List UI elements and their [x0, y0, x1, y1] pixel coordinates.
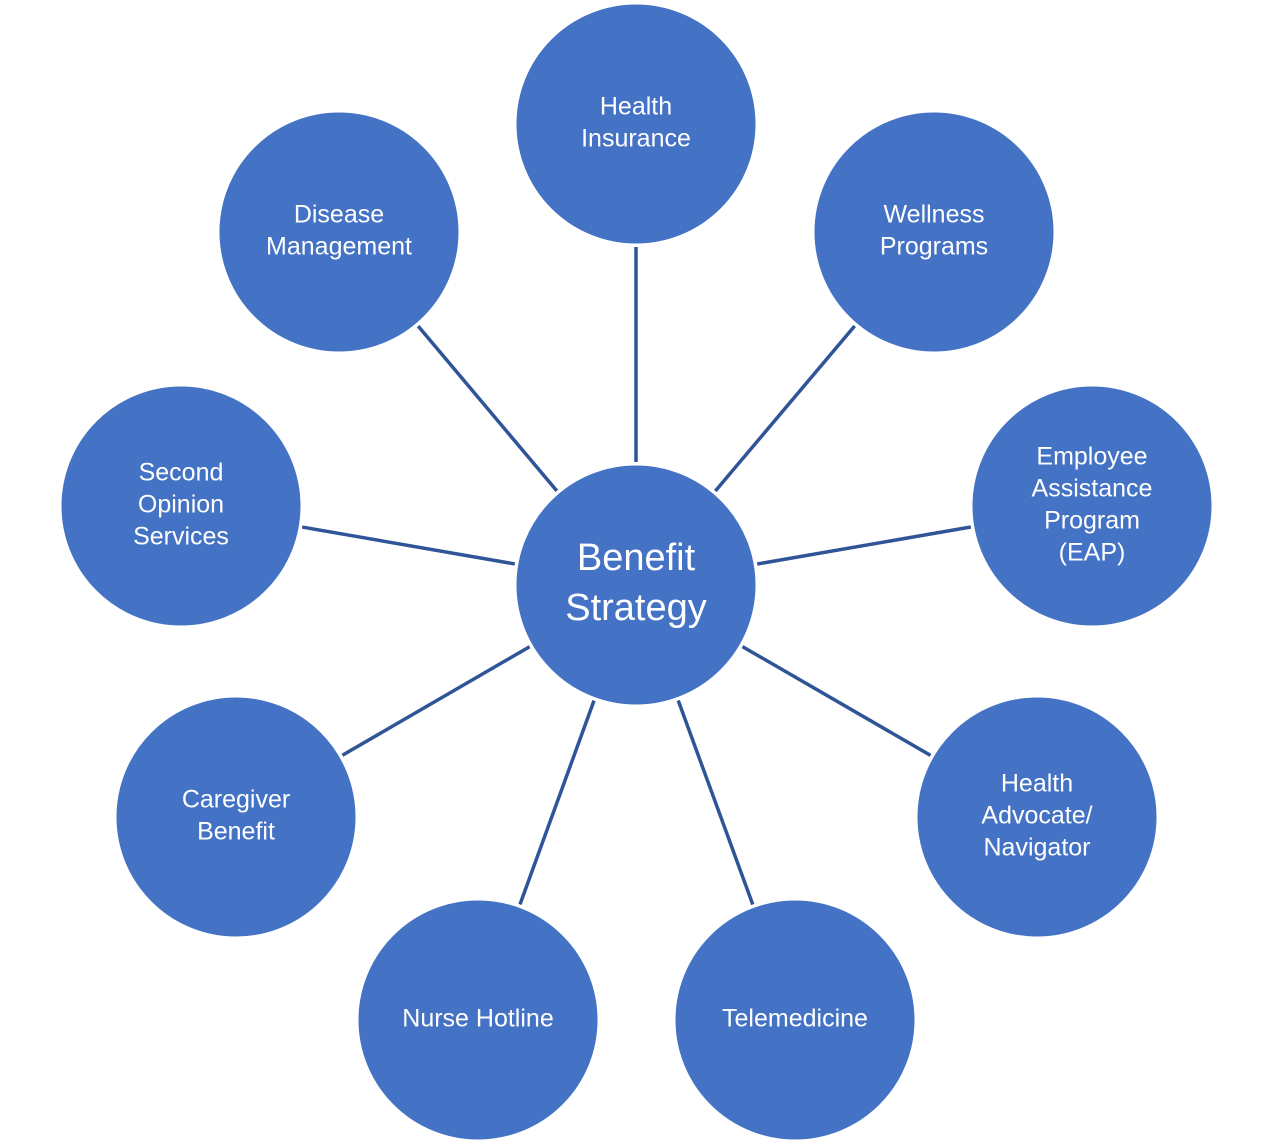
node-label-second-opinion-services-line-1: Opinion — [138, 491, 224, 519]
node-circle-employee-assistance-program — [969, 383, 1215, 629]
node-circle-health-advocate-navigator — [914, 694, 1160, 940]
node-nurse-hotline: Nurse Hotline — [355, 897, 601, 1143]
node-label-wellness-programs-line-0: Wellness — [884, 201, 985, 229]
node-label-telemedicine-line-0: Telemedicine — [722, 1005, 868, 1033]
node-label-caregiver-benefit-line-0: Caregiver — [182, 786, 290, 814]
connector-nurse-hotline — [518, 700, 596, 905]
node-telemedicine: Telemedicine — [672, 897, 918, 1143]
node-label-health-insurance-line-0: Health — [600, 93, 672, 121]
center-label-line-0: Benefit — [577, 537, 696, 579]
diagram-nodes: HealthInsuranceWellnessProgramsEmployeeA… — [58, 1, 1215, 1143]
node-label-health-insurance-line-1: Insurance — [581, 125, 691, 153]
connector-wellness-programs — [714, 324, 856, 493]
connector-employee-assistance-program — [756, 525, 972, 566]
node-circle-health-insurance — [513, 1, 759, 247]
connector-telemedicine — [676, 699, 755, 906]
node-label-second-opinion-services-line-0: Second — [139, 459, 224, 487]
node-label-health-advocate-navigator-line-1: Advocate/ — [981, 802, 1092, 830]
node-circle-disease-management — [216, 109, 462, 355]
node-circle-nurse-hotline — [355, 897, 601, 1143]
node-label-health-advocate-navigator-line-0: Health — [1001, 770, 1073, 798]
center-circle-benefit-strategy — [513, 462, 759, 708]
connector-lines — [301, 247, 972, 906]
node-circle-wellness-programs — [811, 109, 1057, 355]
node-circle-caregiver-benefit — [113, 694, 359, 940]
node-label-employee-assistance-program-line-0: Employee — [1036, 443, 1147, 471]
node-label-nurse-hotline-line-0: Nurse Hotline — [402, 1005, 553, 1033]
connector-disease-management — [416, 324, 559, 493]
node-label-health-advocate-navigator-line-2: Navigator — [984, 834, 1091, 862]
connector-health-advocate-navigator — [741, 645, 932, 757]
node-label-employee-assistance-program-line-3: (EAP) — [1059, 539, 1126, 567]
node-label-disease-management-line-1: Management — [266, 233, 412, 261]
node-label-employee-assistance-program-line-2: Program — [1044, 507, 1140, 535]
node-label-employee-assistance-program-line-1: Assistance — [1032, 475, 1153, 503]
node-circle-second-opinion-services — [58, 383, 304, 629]
node-label-caregiver-benefit-line-1: Benefit — [197, 818, 275, 846]
center-label-line-1: Strategy — [565, 587, 707, 629]
node-label-wellness-programs-line-1: Programs — [880, 233, 988, 261]
node-label-disease-management-line-0: Disease — [294, 201, 384, 229]
node-label-second-opinion-services-line-2: Services — [133, 523, 229, 551]
connector-second-opinion-services — [301, 525, 516, 566]
node-circle-telemedicine — [672, 897, 918, 1143]
connector-caregiver-benefit — [341, 645, 531, 757]
